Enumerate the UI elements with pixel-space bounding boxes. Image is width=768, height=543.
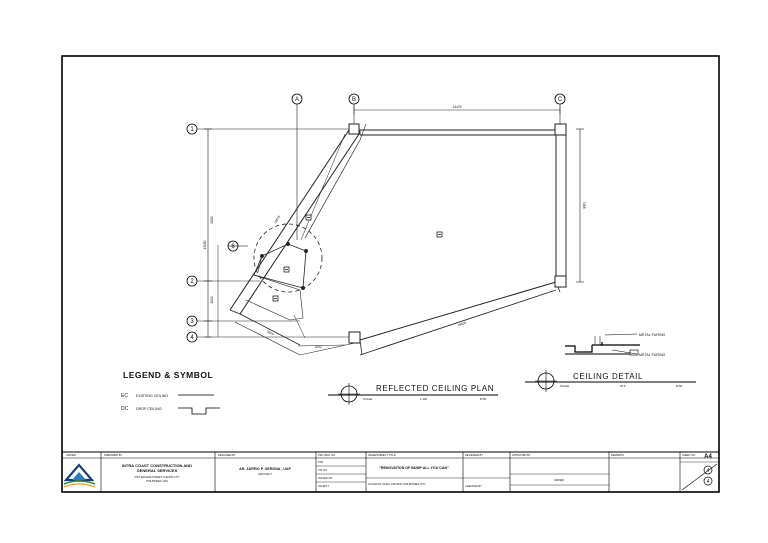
tb-sheet-label: SHEET NO. — [682, 453, 696, 457]
dim-small: 1000 — [314, 345, 321, 349]
plan-scale-label: SCALE — [363, 397, 372, 401]
legend-label-ec: EXISTING CEILING — [136, 394, 168, 398]
room-outline — [356, 134, 557, 341]
sheet-border — [61, 55, 720, 493]
detail-scale-value: NTS — [620, 384, 626, 388]
tb-owner-label: OWNER — [66, 453, 76, 457]
slanted-wall-outer — [229, 129, 350, 311]
grid-label-4: 4 — [190, 335, 194, 341]
leader-line — [604, 333, 638, 336]
tb-company-addr-2: PHILIPPINES 1100 — [146, 480, 168, 483]
grid-bubble-a — [291, 93, 303, 105]
title-block — [62, 451, 719, 492]
tb-location: LOCATION: PASIG CENTER, PHILIPPINES CITY — [368, 482, 426, 486]
dim-slope-up: 16876 — [273, 214, 281, 224]
tb-designed-label: DESIGNED BY — [218, 453, 236, 457]
grid-label-c: C — [558, 97, 563, 103]
grid-label-6: 6 — [231, 244, 235, 250]
dim-left-main: 13000 — [203, 240, 207, 249]
tb-issued-label: ISSUED ON — [318, 476, 332, 480]
grid-bubbles — [186, 93, 566, 343]
plan-scale-value: 1:100 — [420, 397, 427, 401]
ceiling-fixtures — [272, 214, 443, 302]
grid-bubble-4 — [186, 331, 198, 343]
tb-designer-role: ARCHITECT — [258, 473, 272, 476]
tb-sheet-num: 4 — [707, 468, 710, 474]
sheet-number-bubble — [703, 465, 713, 475]
leader-line — [611, 349, 638, 355]
legend-label-dc: DROP CEILING — [136, 407, 162, 411]
tb-owner-signature: OWNER — [554, 478, 564, 482]
dim-bottom: 16836 — [457, 321, 467, 328]
tb-project-name: "RENOVATION OF BUMP ALL YOU CAN" — [379, 466, 449, 470]
detail-mtr: MTR — [676, 384, 682, 388]
legend-symbol-dc — [178, 407, 220, 415]
dim-right: 7468 — [582, 201, 586, 208]
column-b4 — [348, 331, 361, 344]
tb-reviewed-label: REVIEWED BY — [465, 453, 483, 457]
tb-tin-label: TIN NO. — [318, 468, 328, 472]
column-c2 — [554, 275, 567, 288]
grid-label-a: A — [295, 97, 299, 103]
grid-label-2: 2 — [190, 279, 194, 285]
sheet-total-bubble — [703, 476, 713, 486]
tb-company-name-1: INTRA COAST CONSTRUCTION AND — [122, 463, 192, 468]
dim-left-a: 5000 — [210, 216, 214, 223]
sloped-wall — [359, 289, 557, 356]
tb-approved-label: APPROVED BY — [512, 453, 531, 457]
tb-company-addr-1: UNIT BANAWE STREET QUEZON CITY — [134, 476, 180, 479]
tb-project-label: NAME/SUBJECT TITLE — [368, 453, 396, 457]
floor-plan — [197, 104, 584, 356]
tb-prepared-label: PREPARED BY — [104, 453, 123, 457]
dim-left-b: 3000 — [210, 296, 214, 303]
tb-sheet-total: 4 — [707, 479, 710, 485]
tb-designer-name: AR. ZAFIRO P. GERONA , UAP — [239, 467, 291, 471]
tb-company-name-2: GENERAL SERVICES — [137, 468, 178, 473]
detail-title-block: CEILING DETAIL SCALE NTS MTR — [525, 370, 696, 392]
tb-remarks-label: REMARKS — [611, 453, 624, 457]
grid-bubble-b — [348, 93, 360, 105]
drop-ceiling-region — [253, 243, 307, 289]
grid-bubble-3 — [186, 315, 198, 327]
ceiling-detail — [565, 333, 640, 356]
grid-label-1: 1 — [190, 127, 194, 133]
grid-bubble-1 — [186, 123, 198, 135]
legend-title: LEGEND & SYMBOL — [123, 370, 213, 380]
column-b1 — [348, 123, 360, 135]
plan-mtr: MTR — [480, 397, 486, 401]
grid-label-3: 3 — [190, 319, 194, 325]
grid-bubble-c — [554, 93, 566, 105]
legend-code-dc: DC — [121, 406, 129, 412]
detail-scale-label: SCALE — [560, 384, 569, 388]
column-c1 — [554, 123, 567, 136]
dim-slope-low: 2800 — [266, 330, 274, 337]
detail-callout-circle — [253, 223, 323, 293]
plan-title: REFLECTED CEILING PLAN — [376, 384, 494, 393]
tb-prc-label: PRC REG. NO. — [318, 453, 336, 457]
tb-validity-label: VALIDITY — [318, 484, 330, 488]
company-logo — [63, 463, 96, 488]
dim-top: 14476 — [453, 105, 462, 109]
grid-bubble-2 — [186, 275, 198, 287]
detail-label-top: METAL FURING — [639, 333, 666, 337]
tb-ptr-label: PTR — [318, 460, 323, 464]
plan-title-block: REFLECTED CEILING PLAN SCALE 1:100 MTR — [328, 383, 498, 405]
detail-title: CEILING DETAIL — [573, 372, 643, 381]
grid-label-b: B — [352, 97, 356, 103]
legend-code-ec: EC — [121, 393, 128, 399]
legend: LEGEND & SYMBOL EC EXISTING CEILING DC D… — [121, 370, 220, 415]
detail-label-bottom: METAL FURING — [639, 353, 666, 357]
tb-sheet-no: A4 — [704, 454, 712, 460]
sheet-divider — [681, 463, 718, 491]
tb-checked-label: CHECKED BY — [465, 484, 482, 488]
